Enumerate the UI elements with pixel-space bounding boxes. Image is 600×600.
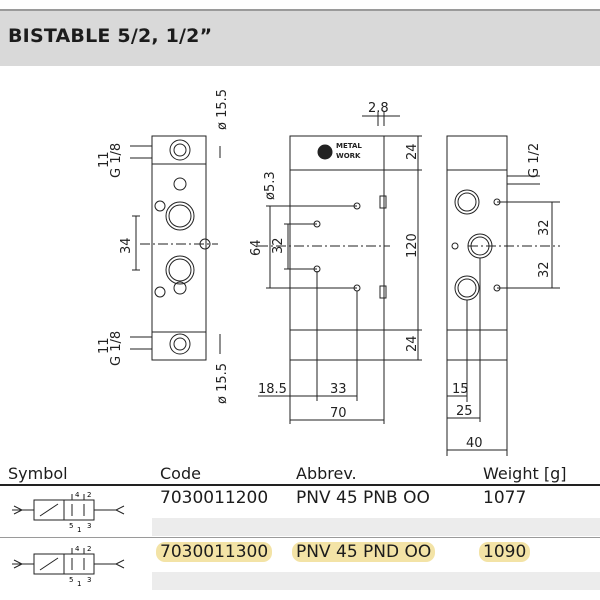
dim-64: 64: [249, 239, 264, 256]
front-view-body: [289, 135, 385, 361]
weight-cell: 1090: [479, 542, 531, 562]
technical-drawing: G 1/8 G 1/8 ø 15.5 ø 15.5 11 11 34 METAL…: [0, 66, 600, 460]
top-margin: [0, 0, 600, 9]
svg-text:3: 3: [87, 576, 91, 584]
table-row: 4 2 5 1 3 7030011200 PNV 45 PNB OO 1077: [0, 488, 600, 536]
svg-text:1: 1: [77, 580, 81, 588]
left-port-bottom-label: G 1/8: [109, 331, 124, 366]
side-dim-15: 15: [452, 382, 469, 397]
page-title: BISTABLE 5/2, 1/2”: [8, 25, 213, 47]
table-row: 4 2 5 1 3 7030011300 PNV 45 PND OO 1090: [0, 542, 600, 590]
svg-text:5: 5: [69, 576, 73, 584]
drawing-svg: G 1/8 G 1/8 ø 15.5 ø 15.5 11 11 34 METAL…: [97, 89, 560, 456]
svg-text:1: 1: [77, 526, 81, 534]
left-view-body: [151, 135, 207, 361]
weight-cell: 1077: [483, 488, 527, 508]
svg-text:2: 2: [87, 491, 91, 499]
dim-70: 70: [330, 406, 347, 421]
svg-text:4: 4: [75, 545, 80, 553]
col-code: Code: [160, 464, 201, 483]
valve-symbol: 4 2 5 1 3: [12, 491, 125, 534]
side-dim-32-a: 32: [537, 219, 552, 236]
svg-text:5: 5: [69, 522, 73, 530]
row-divider: [0, 537, 600, 538]
left-port-bottom-outer: [169, 333, 191, 355]
side-dim-32-b: 32: [537, 261, 552, 278]
dim-2-8: 2.8: [368, 101, 389, 116]
left-port-top-label: G 1/8: [109, 143, 124, 178]
left-dim-11-bottom: 11: [97, 337, 112, 354]
code-cell: 7030011200: [160, 488, 269, 508]
abbrev-cell: PNV 45 PNB OO: [296, 488, 430, 508]
product-table: Symbol Code Abbrev. Weight [g] 4 2 5: [0, 460, 600, 600]
side-view-body: [446, 135, 508, 361]
valve-symbol: 4 2 5 1 3: [12, 545, 125, 588]
code-cell: 7030011300: [156, 542, 273, 562]
left-port-top-outer: [169, 139, 191, 161]
svg-text:4: 4: [75, 491, 80, 499]
side-dim-25: 25: [456, 404, 473, 419]
brand-line1: METAL: [336, 142, 362, 150]
table-header: Symbol Code Abbrev. Weight [g]: [0, 460, 600, 486]
col-abbrev: Abbrev.: [296, 464, 357, 483]
dim-5-3: ø5.3: [263, 171, 278, 200]
left-dim-bottom: ø 15.5: [215, 363, 230, 404]
side-port-label: G 1/2: [527, 143, 542, 178]
dim-24-bottom: 24: [405, 335, 420, 352]
side-dim-40: 40: [466, 436, 483, 451]
col-weight: Weight [g]: [483, 464, 567, 483]
dim-32-front: 32: [271, 237, 286, 254]
dim-33: 33: [330, 382, 347, 397]
col-symbol: Symbol: [8, 464, 68, 483]
left-dim-34: 34: [119, 237, 134, 254]
svg-text:3: 3: [87, 522, 91, 530]
brand-line2: WORK: [336, 152, 361, 160]
row-strip: [152, 518, 600, 536]
row-strip: [152, 572, 600, 590]
svg-text:2: 2: [87, 545, 91, 553]
dim-120: 120: [405, 233, 420, 258]
abbrev-cell: PNV 45 PND OO: [292, 542, 436, 562]
dim-24-top: 24: [405, 143, 420, 160]
left-port-top-inner: [173, 143, 187, 157]
left-dim-11-top: 11: [97, 151, 112, 168]
dim-18-5: 18.5: [258, 382, 287, 397]
left-dim-top: ø 15.5: [215, 89, 230, 130]
title-bar: BISTABLE 5/2, 1/2”: [0, 9, 600, 66]
